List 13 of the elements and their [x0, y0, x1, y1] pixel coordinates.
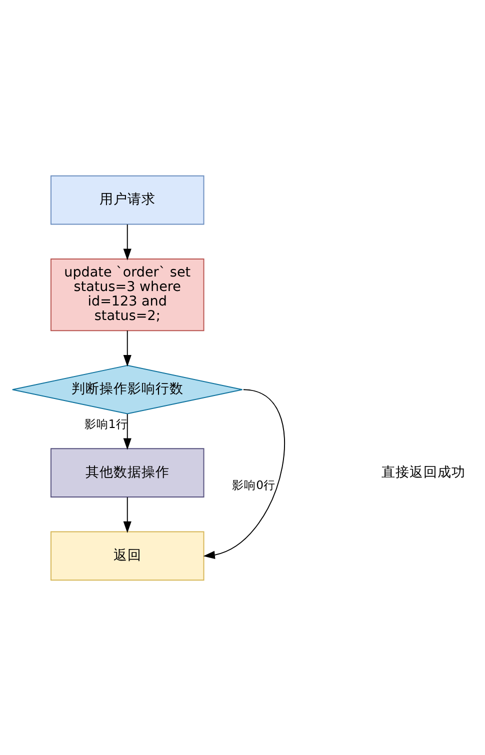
edge-label: 影响1行 — [84, 416, 128, 430]
arrow — [203, 388, 285, 558]
label: 直接返回成功 — [381, 464, 466, 480]
arrow — [123, 413, 132, 450]
arrow — [123, 223, 132, 260]
node-box: 用户请求 — [50, 174, 204, 224]
node-box: 其他数据操作 — [50, 448, 204, 497]
arrow — [123, 496, 132, 532]
edge-label: 影响0行 — [232, 477, 276, 492]
node-diamond: 判断操作影响行数 — [12, 364, 243, 414]
node-box: update `order` set status=3 where id=123 and status=2; — [50, 258, 204, 331]
arrow — [123, 330, 132, 366]
node-box: 返回 — [50, 530, 204, 580]
